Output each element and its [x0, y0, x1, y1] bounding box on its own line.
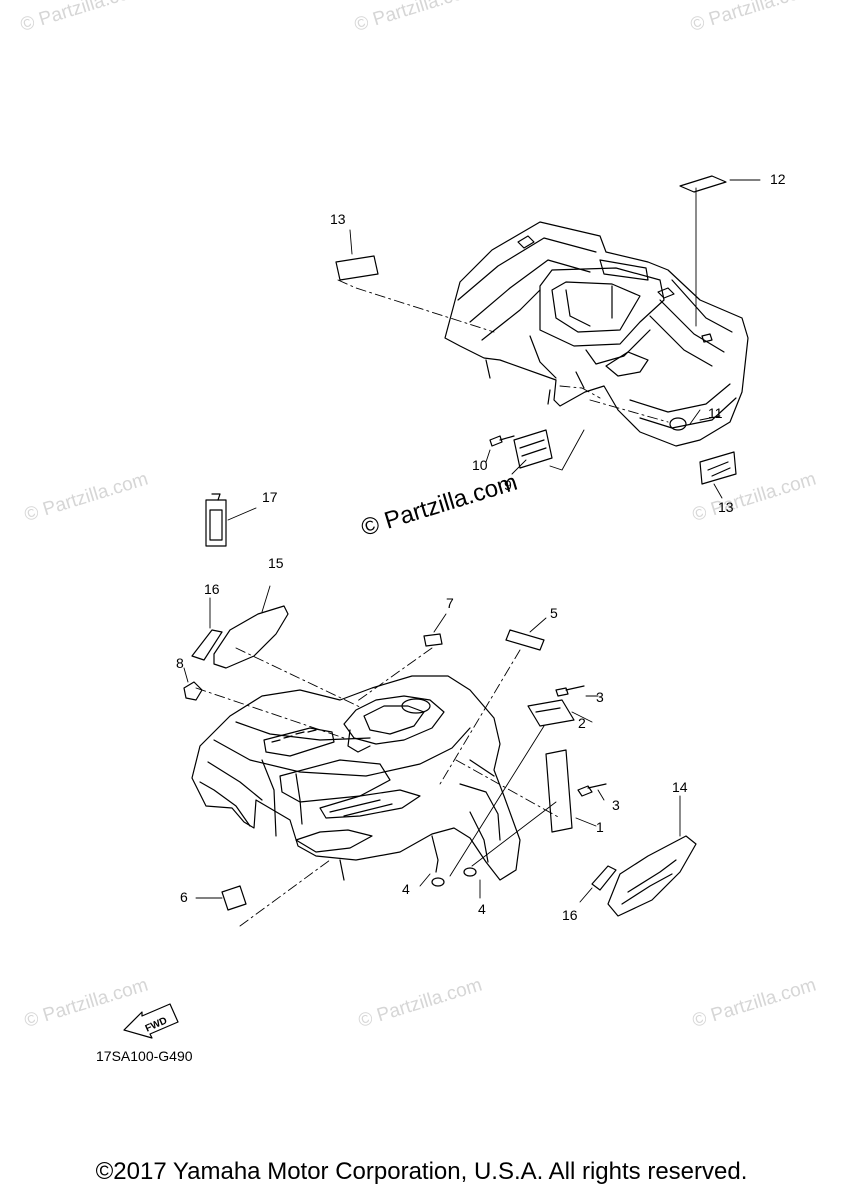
callout-12: 12 [770, 171, 786, 187]
copyright-notice: ©2017 Yamaha Motor Corporation, U.S.A. A… [95, 1158, 748, 1185]
callout-15: 15 [268, 555, 284, 571]
callout-4-right: 4 [478, 901, 486, 917]
callout-1: 1 [596, 819, 604, 835]
callout-13-upper: 13 [330, 211, 346, 227]
grommet-4b [463, 867, 477, 877]
callout-5: 5 [550, 605, 558, 621]
grommet-11 [669, 417, 687, 431]
callout-3-lower: 3 [612, 797, 620, 813]
bolt-10 [489, 435, 515, 447]
plate-9 [513, 429, 553, 469]
front-fender [191, 675, 521, 881]
callout-4-left: 4 [402, 881, 410, 897]
bolt-3-lower [577, 783, 607, 797]
callout-8: 8 [176, 655, 184, 671]
callout-16-upper: 16 [204, 581, 220, 597]
emblem-14 [607, 835, 697, 917]
decal-16-lower [591, 865, 617, 891]
label-6 [221, 885, 247, 911]
rear-fender [444, 221, 749, 447]
plate-2 [527, 699, 575, 727]
callout-2: 2 [578, 715, 586, 731]
decal-12 [679, 175, 727, 193]
callout-6: 6 [180, 889, 188, 905]
diagram-code: 17SA100-G490 [96, 1048, 193, 1064]
label-5 [505, 629, 545, 651]
plate-1 [545, 749, 573, 833]
cap-8 [183, 681, 203, 701]
label-7 [423, 633, 443, 647]
callout-10: 10 [472, 457, 488, 473]
callout-11: 11 [708, 405, 723, 421]
callout-16-lower: 16 [562, 907, 578, 923]
callout-14: 14 [672, 779, 688, 795]
bolt-3-upper [555, 685, 585, 697]
emblem-13-lower [699, 451, 737, 485]
fwd-arrow-icon [123, 1003, 179, 1039]
callout-3-upper: 3 [596, 689, 604, 705]
decal-15 [213, 605, 289, 669]
callout-13-lower: 13 [718, 499, 734, 515]
callout-9: 9 [504, 477, 512, 493]
tag-17 [205, 499, 227, 547]
callout-17: 17 [262, 489, 278, 505]
callout-7: 7 [446, 595, 454, 611]
decal-13-upper [335, 255, 379, 281]
decal-16-upper [191, 629, 223, 661]
grommet-4a [431, 877, 445, 887]
